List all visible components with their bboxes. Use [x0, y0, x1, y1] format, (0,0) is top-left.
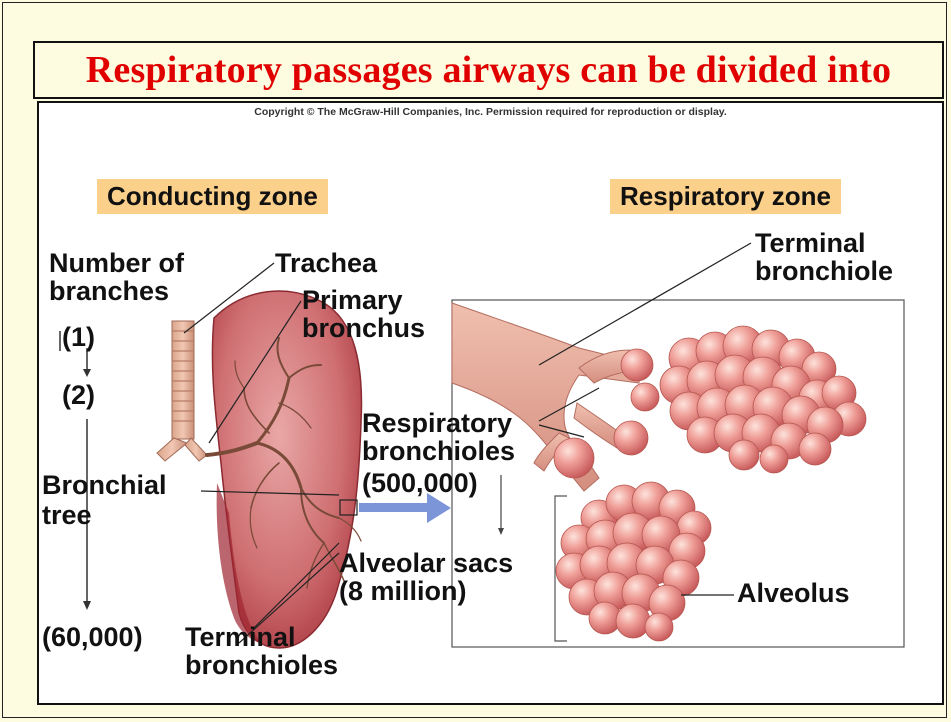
- trachea-label: Trachea: [275, 249, 377, 277]
- alveolar-sacs-count: (8 million): [339, 577, 467, 605]
- alveolar-sacs-label: Alveolar sacs: [339, 549, 513, 577]
- bronchial-tree-label-2: tree: [42, 501, 92, 529]
- number-of-branches-label-2: branches: [49, 277, 169, 305]
- branch-count-1: (1): [62, 323, 95, 351]
- diagram-figure: Copyright © The McGraw-Hill Companies, I…: [37, 101, 944, 705]
- respiratory-bronchioles-label-1: Respiratory: [362, 409, 512, 437]
- bronchial-tree-label-1: Bronchial: [42, 471, 167, 499]
- slide-title: Respiratory passages airways can be divi…: [86, 48, 892, 92]
- terminal-bronchiole-label-2: bronchiole: [755, 257, 893, 285]
- respiratory-bronchioles-label-2: bronchioles: [362, 437, 515, 465]
- alveolus-label: Alveolus: [737, 579, 850, 607]
- respiratory-bronchioles-count: (500,000): [362, 469, 478, 497]
- copyright-notice: Copyright © The McGraw-Hill Companies, I…: [39, 106, 942, 118]
- branch-count-60000: (60,000): [42, 623, 143, 651]
- branch-count-2: (2): [62, 381, 95, 409]
- trachea-illustration: [157, 321, 207, 461]
- terminal-bronchiole-label-1: Terminal: [755, 229, 866, 257]
- number-of-branches-label-1: Number of: [49, 249, 184, 277]
- primary-bronchus-label-1: Primary: [302, 286, 403, 314]
- terminal-bronchioles-label-1: Terminal: [185, 623, 296, 651]
- terminal-bronchioles-label-2: bronchioles: [185, 651, 338, 679]
- title-box: Respiratory passages airways can be divi…: [33, 41, 944, 99]
- primary-bronchus-label-2: bronchus: [302, 314, 425, 342]
- conducting-zone-label: Conducting zone: [97, 179, 328, 214]
- respiratory-zone-label: Respiratory zone: [610, 179, 841, 214]
